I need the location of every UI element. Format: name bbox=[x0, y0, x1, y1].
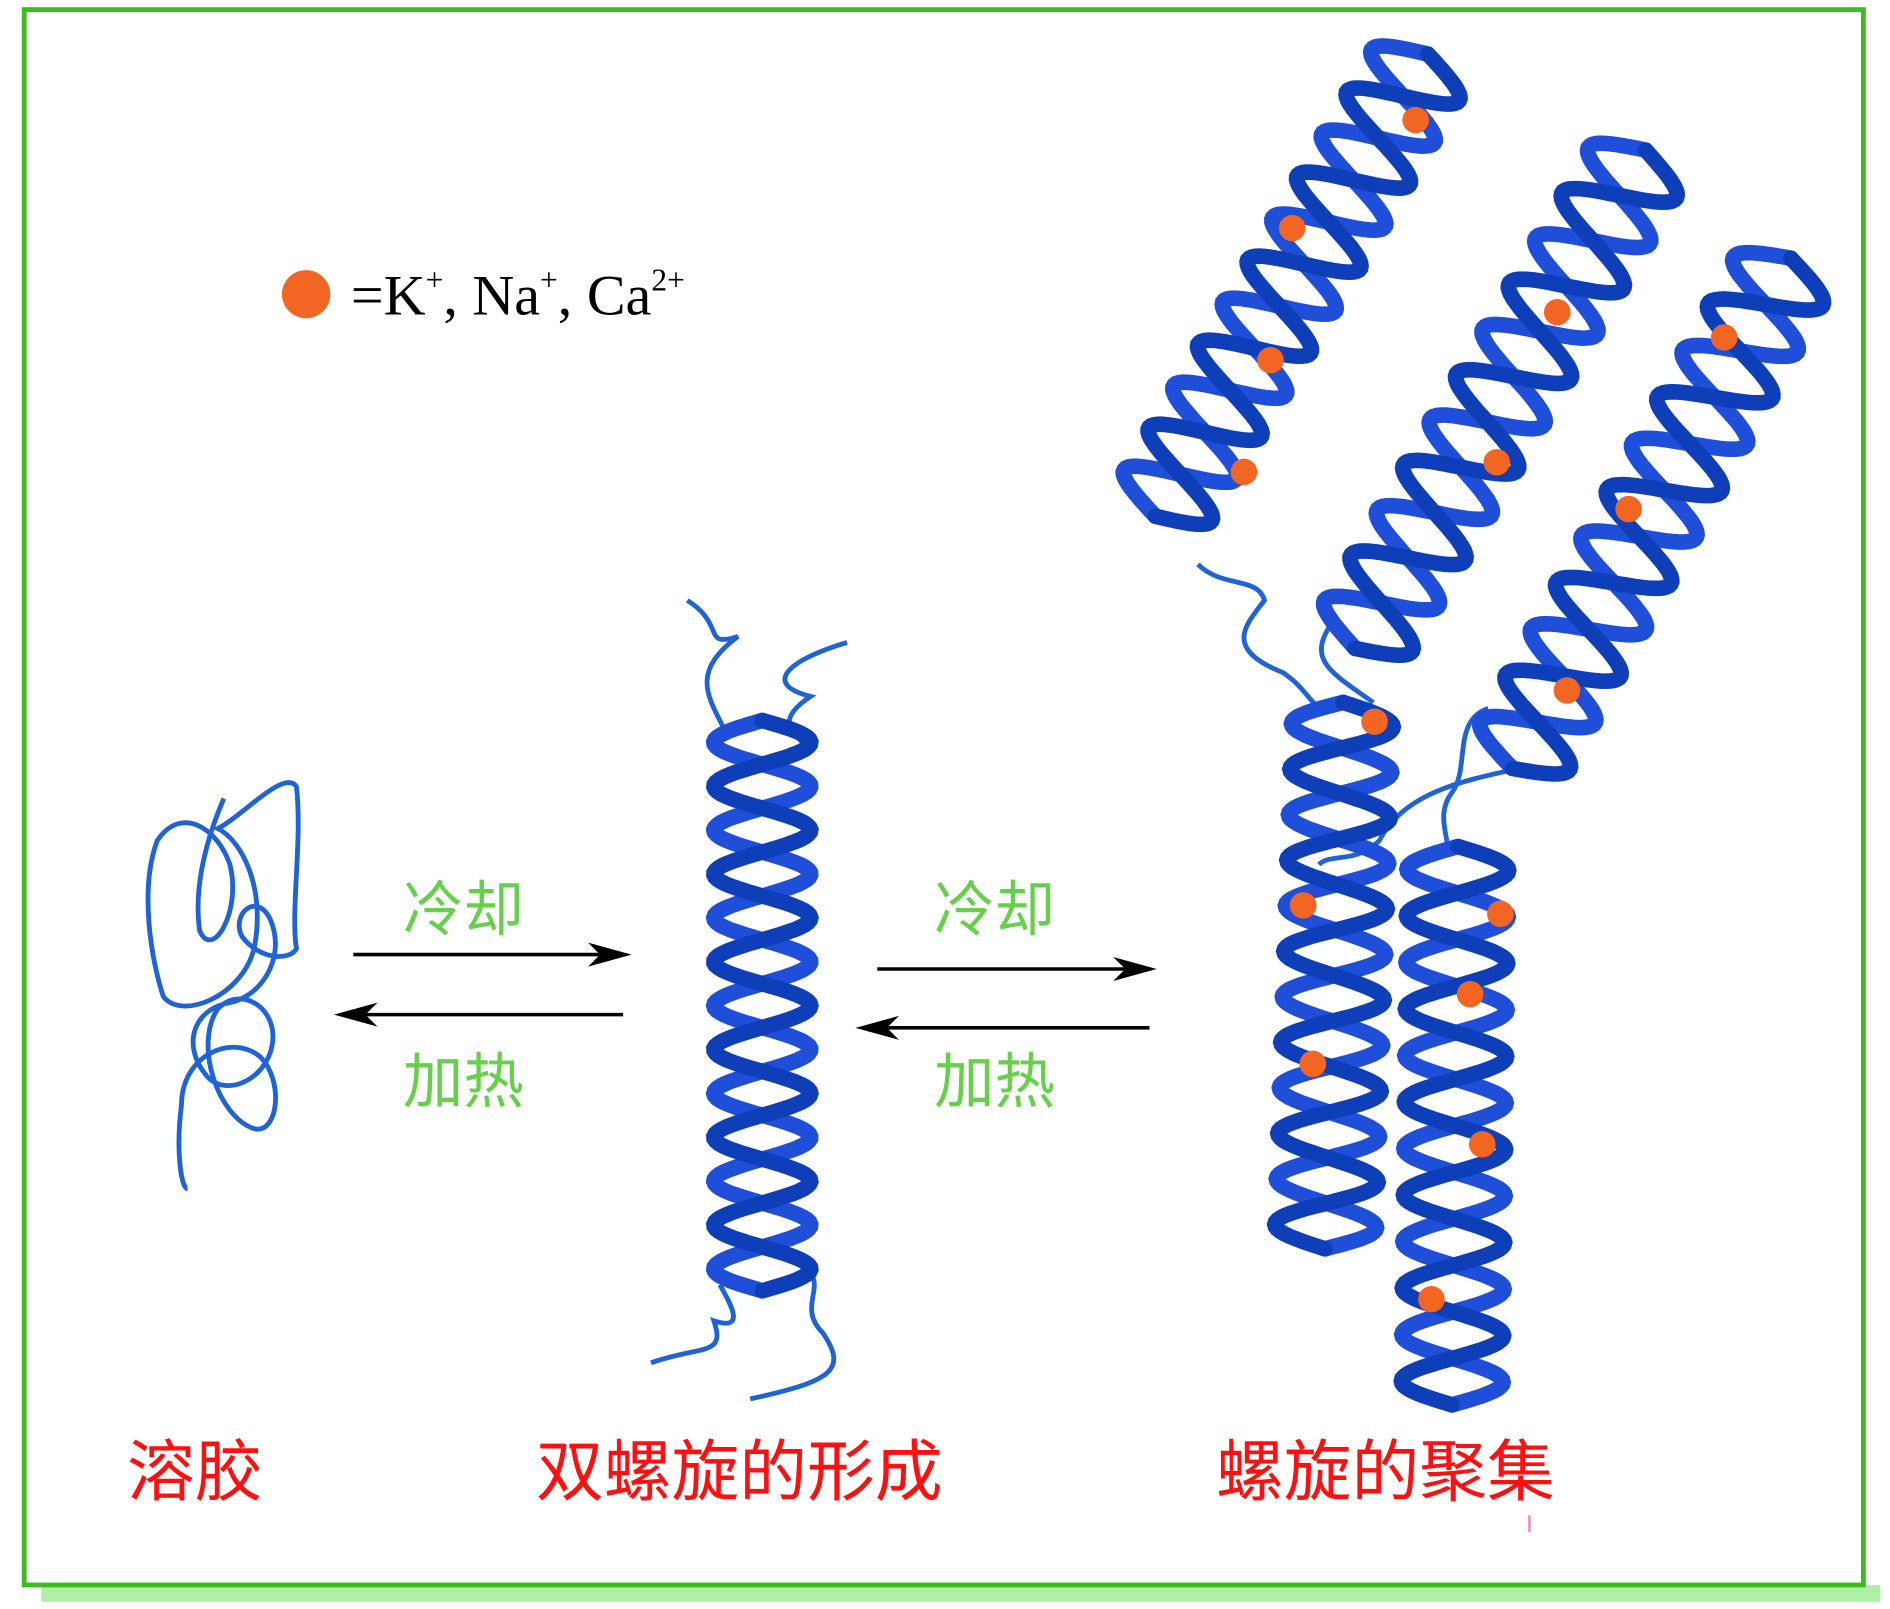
helices bbox=[705, 38, 1832, 1413]
ion-dot-icon bbox=[1402, 106, 1429, 134]
cool-arrow-left bbox=[353, 942, 632, 967]
helix-strand bbox=[705, 712, 819, 1299]
frame-shadow bbox=[41, 1584, 1881, 1602]
helix-tails bbox=[650, 562, 1520, 1402]
ions bbox=[1230, 106, 1738, 1313]
ion-dot-icon bbox=[1710, 324, 1738, 351]
helix-strand bbox=[1140, 46, 1468, 533]
aggregate-helix-2 bbox=[1315, 135, 1685, 664]
helix-strand bbox=[1471, 244, 1807, 777]
ion-dot-icon bbox=[1230, 458, 1258, 486]
cool-label-right: 冷却 bbox=[934, 876, 1055, 946]
heat-label-left: 加热 bbox=[403, 1047, 524, 1117]
label-sol: 溶胶 bbox=[127, 1432, 263, 1511]
legend-ions: =K+, Na+, Ca2+ bbox=[351, 263, 685, 328]
label-aggregation: 螺旋的聚集 bbox=[1216, 1432, 1555, 1511]
heat-arrow-right bbox=[855, 1015, 1150, 1040]
heat-label-right: 加热 bbox=[934, 1047, 1055, 1117]
ion-dot-icon bbox=[1418, 1285, 1445, 1313]
helix-strand bbox=[1342, 142, 1685, 664]
ion-dot-icon bbox=[1257, 347, 1284, 374]
ion-dot-icon bbox=[1487, 900, 1514, 927]
ion-dot-icon bbox=[1615, 495, 1642, 523]
ion-dot-icon bbox=[1456, 981, 1484, 1008]
helix-strand bbox=[705, 712, 819, 1299]
helix-strand bbox=[1266, 694, 1402, 1257]
cool-label-left: 冷却 bbox=[403, 876, 524, 946]
orange-dot-icon bbox=[281, 270, 331, 319]
aggregate-helix-5 bbox=[1393, 838, 1517, 1413]
ion-dot-icon bbox=[1289, 892, 1317, 919]
ion-dot-icon bbox=[1553, 677, 1581, 704]
helix-strand bbox=[1315, 135, 1659, 657]
random-coil-icon bbox=[145, 780, 301, 1192]
ion-dot-icon bbox=[1483, 449, 1511, 476]
helix-strand bbox=[1393, 838, 1517, 1413]
helix-strand bbox=[1115, 38, 1444, 525]
cool-arrow-right bbox=[877, 956, 1157, 982]
heat-arrow-left bbox=[333, 1002, 624, 1027]
ion-dot-icon bbox=[1361, 708, 1388, 735]
ion-dot-icon bbox=[1543, 298, 1571, 326]
label-double-helix: 双螺旋的形成 bbox=[536, 1432, 943, 1511]
aggregate-helix-4 bbox=[1266, 694, 1402, 1257]
ion-dot-icon bbox=[1468, 1131, 1496, 1158]
double-helix-center bbox=[705, 712, 819, 1299]
ion-dot-icon bbox=[1278, 214, 1306, 242]
ion-dot-icon bbox=[1299, 1050, 1327, 1078]
aggregate-helix-1 bbox=[1115, 38, 1468, 533]
